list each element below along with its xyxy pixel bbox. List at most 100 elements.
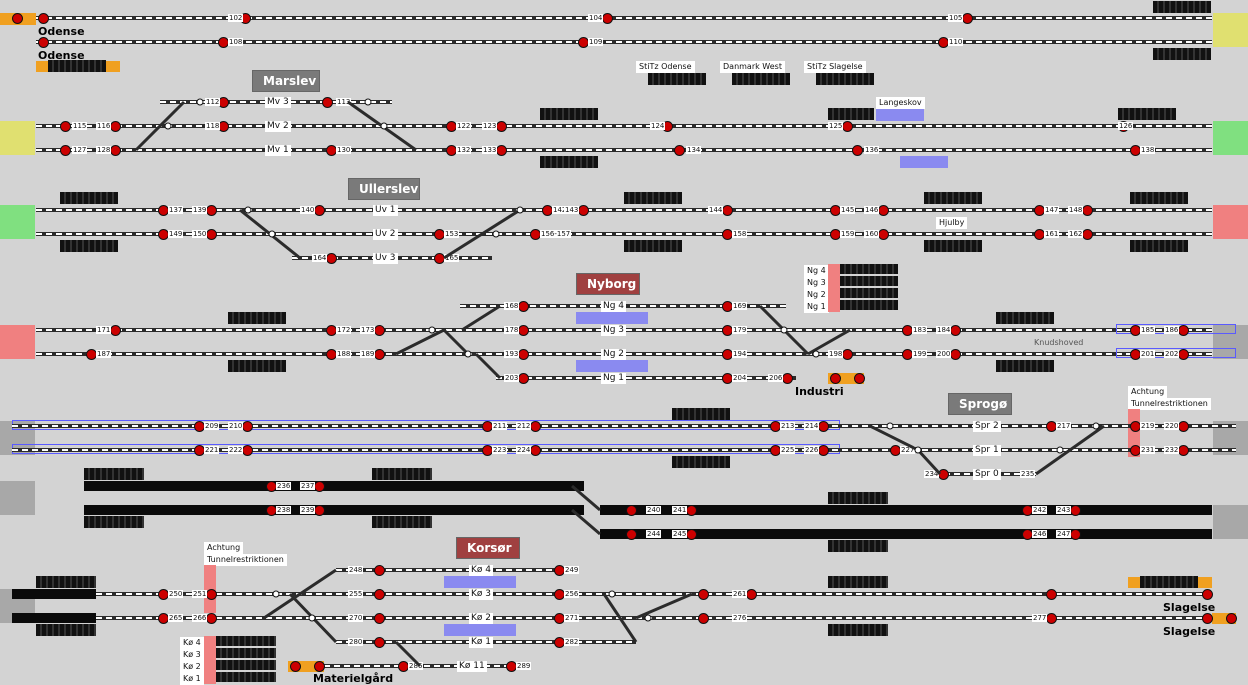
- signal-276[interactable]: [698, 613, 709, 624]
- station-ullerslev[interactable]: Ullerslev: [348, 178, 420, 200]
- tunnel-track-3[interactable]: [600, 505, 1212, 515]
- signal-slagelse-3[interactable]: [1226, 613, 1237, 624]
- city-materielgaard: Materielgård: [313, 672, 394, 685]
- ng-legend-4: Ng 4: [804, 265, 829, 277]
- track-mv2[interactable]: [36, 124, 1212, 128]
- signal-number-115: 115: [72, 122, 88, 130]
- signal-240[interactable]: [626, 505, 637, 516]
- track-spr1[interactable]: [12, 448, 1236, 452]
- signal-materiel-1[interactable]: [290, 661, 301, 672]
- signal-136[interactable]: [852, 145, 863, 156]
- signal-number-214: 214: [804, 422, 820, 430]
- signal-number-150: 150: [192, 230, 208, 238]
- signal-248[interactable]: [374, 565, 385, 576]
- warning-tunnel-2: Tunnelrestriktionen: [204, 554, 287, 566]
- signal-number-222: 222: [228, 446, 244, 454]
- tunnel-track-4[interactable]: [600, 529, 1212, 539]
- signal-number-219: 219: [1140, 422, 1156, 430]
- signal-odense-1[interactable]: [12, 13, 23, 24]
- signal-115[interactable]: [60, 121, 71, 132]
- block-ng2-left: [228, 360, 286, 372]
- track-ko4[interactable]: [336, 568, 564, 572]
- signal-number-140: 140: [300, 206, 316, 214]
- signal-260[interactable]: [698, 589, 709, 600]
- label-spr1: Spr 1: [973, 445, 1001, 456]
- city-slagelse-1: Slagelse: [1163, 601, 1216, 614]
- signal-number-113: 113: [336, 98, 352, 106]
- warning-achtung-2: Achtung: [204, 542, 244, 554]
- signal-number-238: 238: [276, 506, 292, 514]
- signal-number-193: 193: [504, 350, 520, 358]
- tunnel-track-1[interactable]: [84, 481, 584, 491]
- label-ng3: Ng 3: [601, 325, 627, 336]
- signal-number-247: 247: [1056, 530, 1072, 538]
- track-odense-1[interactable]: [36, 16, 1212, 20]
- signal-materiel-2[interactable]: [314, 661, 325, 672]
- label-stitz-slagelse: StiTz Slagelse: [804, 61, 866, 73]
- city-slagelse-2: Slagelse: [1163, 625, 1216, 638]
- ng-legend-2: Ng 2: [804, 289, 829, 301]
- track-ko-main-1[interactable]: [96, 592, 1212, 596]
- track-uv2[interactable]: [36, 232, 1212, 236]
- signal-odense-3[interactable]: [38, 37, 49, 48]
- signal-number-187: 187: [96, 350, 112, 358]
- station-korsor[interactable]: Korsør: [456, 537, 520, 559]
- industri-orange: [828, 373, 864, 384]
- station-nyborg[interactable]: Nyborg: [576, 273, 640, 295]
- label-ng1: Ng 1: [601, 373, 627, 384]
- signal-number-217: 217: [1056, 422, 1072, 430]
- tunnel-track-2[interactable]: [84, 505, 584, 515]
- ng-legend-block-2: [840, 276, 898, 286]
- edge-red-right-uv: [1213, 205, 1248, 239]
- station-marslev[interactable]: Marslev: [252, 70, 320, 92]
- signal-slagelse-2[interactable]: [1202, 613, 1213, 624]
- signal-255[interactable]: [374, 589, 385, 600]
- track-ng1[interactable]: [496, 376, 796, 380]
- signal-number-224: 224: [516, 446, 532, 454]
- signal-number-243: 243: [1056, 506, 1072, 514]
- langeskov-blue-1: [876, 109, 924, 121]
- signal-number-143: 143: [564, 206, 580, 214]
- signal-number-108: 108: [228, 38, 244, 46]
- signal-280[interactable]: [374, 637, 385, 648]
- signal-odense-2[interactable]: [38, 13, 49, 24]
- signal-number-209: 209: [204, 422, 220, 430]
- signal-number-144: 144: [708, 206, 724, 214]
- ko-legend-block-1: [216, 636, 276, 646]
- signal-127[interactable]: [60, 145, 71, 156]
- track-mv1[interactable]: [36, 148, 1212, 152]
- signal-number-199: 199: [912, 350, 928, 358]
- track-odense-2[interactable]: [36, 40, 1212, 44]
- signal-number-148: 148: [1068, 206, 1084, 214]
- ng-blue-2: [576, 360, 648, 372]
- edge-grey-left-tunnel: [0, 481, 35, 515]
- label-ko4: Kø 4: [469, 565, 493, 576]
- signal-number-184: 184: [936, 326, 952, 334]
- signal-number-242: 242: [1032, 506, 1048, 514]
- track-uv1[interactable]: [36, 208, 1212, 212]
- signal-number-159: 159: [840, 230, 856, 238]
- korsor-tunnel-2[interactable]: [12, 613, 96, 623]
- block-ng-184: [996, 312, 1054, 324]
- signal-number-255: 255: [348, 590, 364, 598]
- korsor-tunnel-1[interactable]: [12, 589, 96, 599]
- slagelse-orange-2: [1212, 613, 1236, 624]
- signal-134[interactable]: [674, 145, 685, 156]
- track-ko11[interactable]: [324, 664, 528, 668]
- signal-slagelse-1[interactable]: [1202, 589, 1213, 600]
- track-spr2[interactable]: [12, 424, 1236, 428]
- signal-industri-1[interactable]: [830, 373, 841, 384]
- signal-number-109: 109: [588, 38, 604, 46]
- signal-113[interactable]: [322, 97, 333, 108]
- signal-270[interactable]: [374, 613, 385, 624]
- signal-262[interactable]: [1046, 589, 1057, 600]
- edge-grey-right-ng: [1213, 325, 1248, 359]
- station-sprogo[interactable]: Sprogø: [948, 393, 1012, 415]
- ko-legend-block-3: [216, 660, 276, 670]
- track-ko-main-2[interactable]: [96, 616, 1212, 620]
- edge-yellow-left-mv: [0, 121, 35, 155]
- block-stitz-odense: [648, 73, 706, 85]
- signal-industri-2[interactable]: [854, 373, 865, 384]
- city-industri: Industri: [795, 385, 844, 398]
- signal-244[interactable]: [626, 529, 637, 540]
